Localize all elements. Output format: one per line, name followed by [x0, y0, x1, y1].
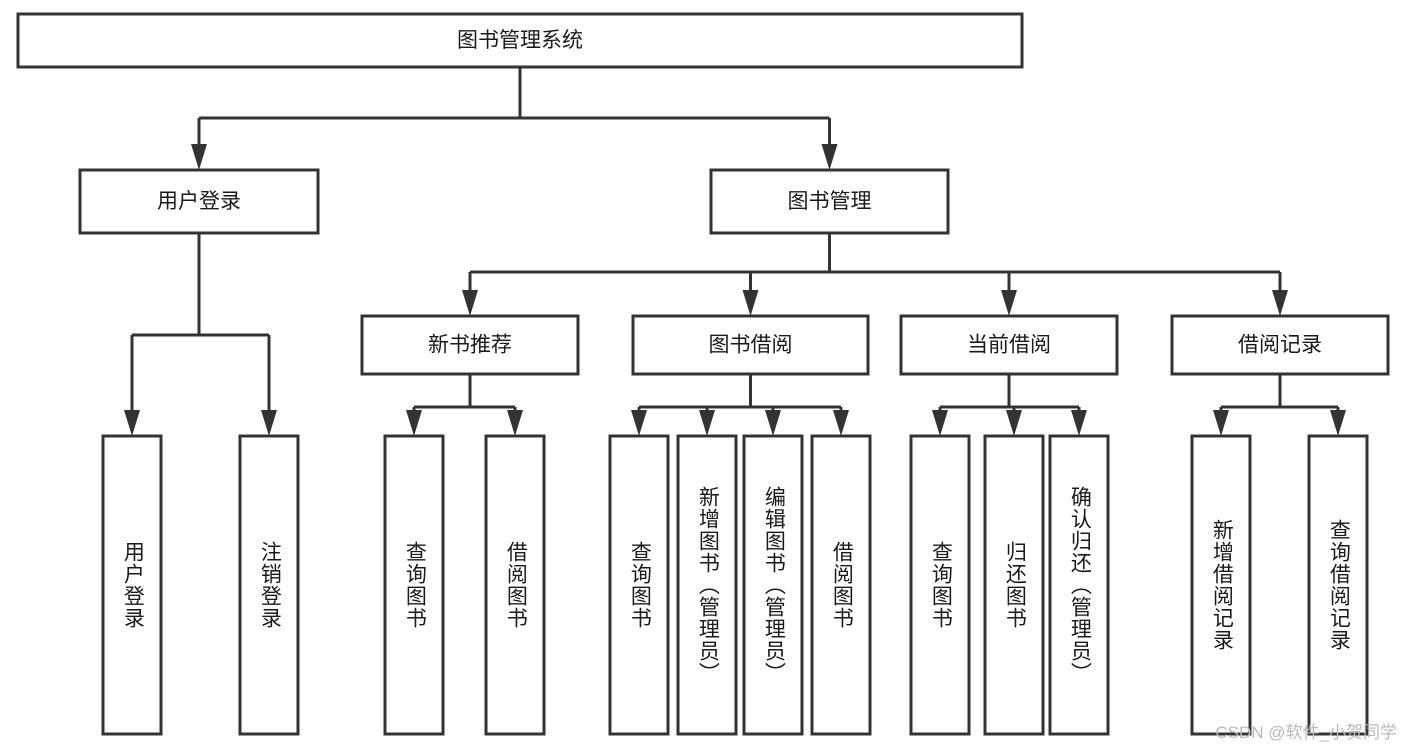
level3-node-box: [360, 314, 580, 376]
root-node-label: 图书管理系统: [457, 29, 583, 52]
level3-node-box: [1170, 314, 1390, 376]
leaf-node-box: [101, 434, 163, 736]
level3-node-label: 新书推荐: [428, 334, 512, 357]
leaf-arrow-head: [261, 410, 277, 436]
level3-node-label: 借阅记录: [1238, 334, 1322, 357]
level3-node-box: [631, 314, 870, 376]
leaf-node-box: [383, 434, 445, 736]
leaf-node-box: [1190, 434, 1252, 736]
leaf-arrow-head: [507, 410, 523, 436]
connectors-layer: [124, 67, 1346, 436]
level3-arrow-head: [1272, 290, 1288, 316]
level3-node-label: 当前借阅: [967, 334, 1051, 357]
leaf-arrow-head: [932, 410, 948, 436]
level3-arrow-head: [1001, 290, 1017, 316]
level2-node-box: [709, 168, 950, 235]
leaf-node-box: [238, 434, 300, 736]
leaf-node-box: [484, 434, 546, 736]
leaf-arrow-head: [1071, 410, 1087, 436]
leaf-arrow-head: [1213, 410, 1229, 436]
root-node-box: [16, 12, 1024, 69]
leaf-node-box: [742, 434, 804, 736]
leaf-arrow-head: [124, 410, 140, 436]
level2-node-label: 用户登录: [157, 190, 241, 213]
level2-node-label: 图书管理: [788, 190, 872, 213]
leaf-node-box: [676, 434, 738, 736]
leaf-arrow-head: [1006, 410, 1022, 436]
level2-arrow-head: [191, 144, 207, 170]
leaf-node-box: [1307, 434, 1369, 736]
leaf-arrow-head: [406, 410, 422, 436]
level3-arrow-head: [742, 290, 759, 316]
leaf-arrow-head: [631, 410, 647, 436]
level2-node-box: [78, 168, 320, 235]
leaf-arrow-head: [699, 410, 715, 436]
level3-node-label: 图书借阅: [709, 334, 793, 357]
leaf-arrow-head: [833, 410, 849, 436]
leaf-node-box: [1048, 434, 1110, 736]
level2-arrow-head: [821, 144, 838, 170]
watermark-text: CSDN @软件_小贺同学: [1215, 723, 1397, 742]
leaf-arrow-head: [765, 410, 781, 436]
leaf-node-box: [810, 434, 872, 736]
leaf-node-box: [983, 434, 1045, 736]
node-boxes-layer: [16, 12, 1390, 736]
leaf-node-box: [909, 434, 971, 736]
level3-node-box: [899, 314, 1119, 376]
leaf-arrow-head: [1330, 410, 1346, 436]
leaf-node-box: [608, 434, 670, 736]
level3-arrow-head: [462, 290, 478, 316]
